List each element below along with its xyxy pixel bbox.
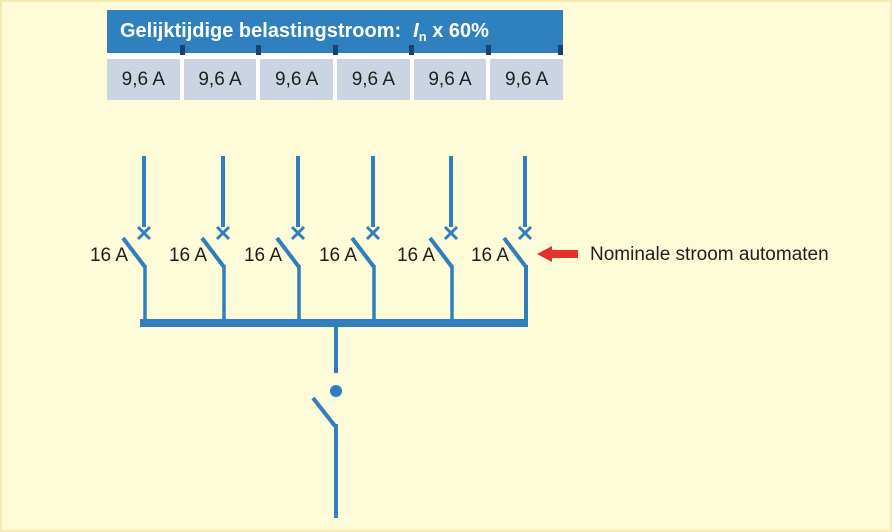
red-arrow-left-icon — [537, 246, 578, 262]
breaker-contact-x-icon — [215, 225, 231, 241]
load-current-cell: 9,6 A — [337, 59, 410, 100]
load-current-cell: 9,6 A — [107, 59, 180, 100]
breaker-contact-x-icon — [443, 225, 459, 241]
main-switch-blade — [311, 396, 337, 428]
breaker-blade — [200, 236, 226, 269]
breaker-blade — [121, 236, 147, 269]
breaker: 16 A — [471, 156, 533, 321]
load-current-cell: 9,6 A — [413, 59, 487, 100]
breaker: 16 A — [397, 156, 459, 321]
load-current-row: 9,6 A 9,6 A 9,6 A 9,6 A 9,6 A 9,6 A — [107, 59, 564, 100]
breaker-blade — [350, 236, 376, 269]
breaker-contact-x-icon — [290, 225, 306, 241]
header-title-prefix: Gelijktijdige belastingstroom: — [120, 20, 402, 42]
column-tick — [485, 45, 491, 55]
load-table: Gelijktijdige belastingstroom: In x 60% 9… — [107, 10, 564, 100]
header-current-symbol: I — [413, 20, 419, 42]
breaker-blade — [502, 236, 528, 269]
breaker-contact-x-icon — [136, 225, 152, 241]
breaker-rating-label: 16 A — [471, 245, 509, 266]
column-tick — [558, 45, 563, 55]
breaker-rating-label: 16 A — [244, 245, 282, 266]
column-tick — [409, 45, 414, 55]
breaker-blade — [275, 236, 301, 269]
load-current-cell: 9,6 A — [183, 59, 257, 100]
column-tick — [179, 45, 185, 55]
breaker: 16 A — [90, 156, 152, 321]
main-switch-contact-dot — [330, 385, 342, 397]
annotation: Nominale stroom automaten — [537, 244, 829, 265]
column-tick — [332, 45, 338, 55]
header-title-suffix: x 60% — [432, 20, 489, 42]
load-current-cell: 9,6 A — [260, 59, 334, 100]
load-current-cell: 9,6 A — [490, 59, 564, 100]
breaker-rating-label: 16 A — [90, 245, 128, 266]
breakers-group: 16 A 16 A 16 A 16 A — [90, 156, 533, 518]
breaker: 16 A — [169, 156, 231, 321]
breaker-rating-label: 16 A — [169, 245, 207, 266]
breaker-contact-x-icon — [365, 225, 381, 241]
breaker-rating-label: 16 A — [397, 245, 435, 266]
header-current-subscript: n — [418, 29, 427, 44]
main-switch — [311, 327, 342, 518]
breaker-contact-x-icon — [517, 225, 533, 241]
breaker-blade — [428, 236, 454, 269]
column-tick — [256, 45, 261, 55]
breaker: 16 A — [319, 156, 381, 321]
breaker: 16 A — [244, 156, 306, 321]
breaker-rating-label: 16 A — [319, 245, 357, 266]
annotation-label: Nominale stroom automaten — [590, 244, 829, 265]
